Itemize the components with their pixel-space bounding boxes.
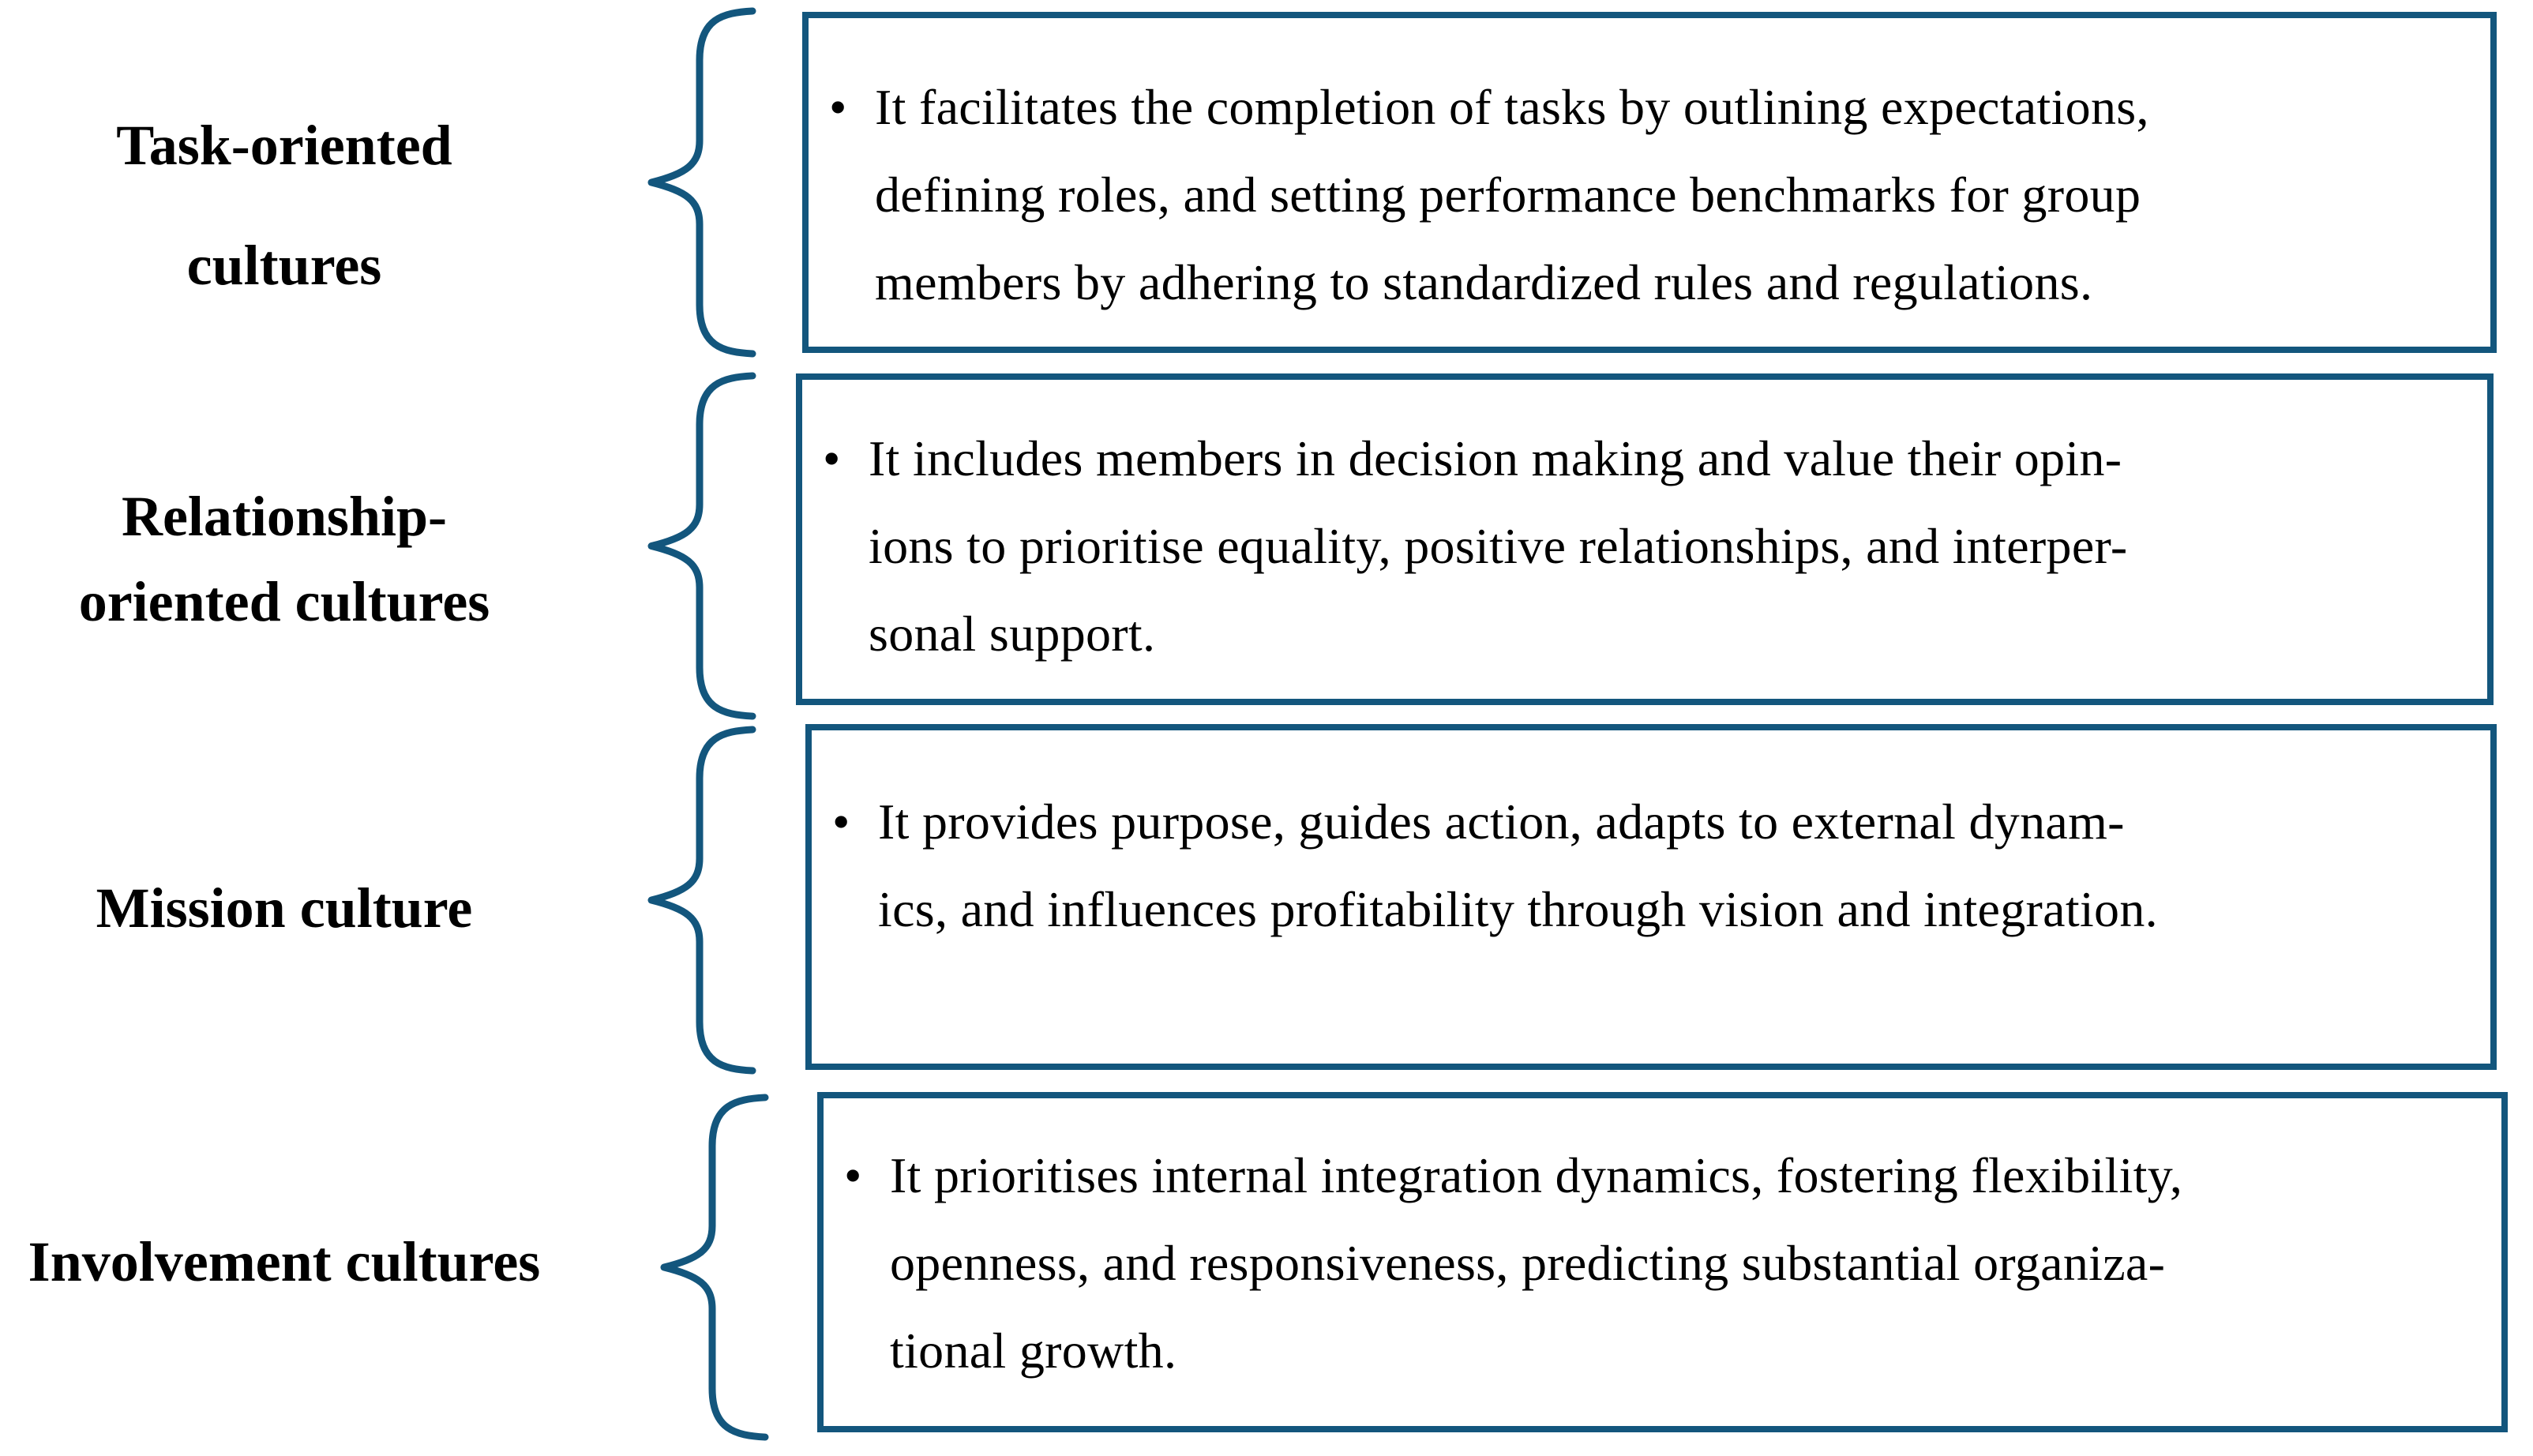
label-line: oriented cultures <box>78 570 490 633</box>
left-curly-brace-icon <box>647 726 756 1075</box>
bullet-item: • It provides purpose, guides action, ad… <box>812 730 2490 953</box>
bullet-item: • It includes members in decision making… <box>802 380 2487 677</box>
description-line: ics, and influences profitability throug… <box>878 881 2158 937</box>
description-line: tional growth. <box>890 1323 1177 1379</box>
bullet-item: • It facilitates the completion of tasks… <box>809 18 2490 326</box>
bullet-icon: • <box>844 1147 862 1203</box>
culture-label-involvement: Involvement cultures <box>0 1219 569 1304</box>
description-box-mission: • It provides purpose, guides action, ad… <box>805 724 2497 1070</box>
description-line: It facilitates the completion of tasks b… <box>875 79 2149 135</box>
left-curly-brace-icon <box>660 1094 769 1441</box>
description-line: It includes members in decision making a… <box>869 430 2122 486</box>
description-line: It provides purpose, guides action, adap… <box>878 794 2125 850</box>
label-line: Mission culture <box>96 876 473 940</box>
bullet-item: • It prioritises internal integration dy… <box>824 1098 2501 1394</box>
culture-label-relationship-oriented: Relationship- oriented cultures <box>0 474 569 644</box>
description-line: It prioritises internal integration dyna… <box>890 1147 2183 1203</box>
bullet-icon: • <box>823 430 841 486</box>
left-curly-brace-icon <box>647 372 756 720</box>
description-text: It provides purpose, guides action, adap… <box>878 778 2158 953</box>
description-line: ions to prioritise equality, positive re… <box>869 518 2128 574</box>
description-box-task-oriented: • It facilitates the completion of tasks… <box>802 12 2497 353</box>
bullet-icon: • <box>829 79 847 135</box>
label-line: Task-oriented <box>116 114 452 177</box>
description-line: members by adhering to standardized rule… <box>875 254 2093 310</box>
left-curly-brace-icon <box>647 7 756 358</box>
description-text: It includes members in decision making a… <box>869 415 2128 677</box>
description-text: It facilitates the completion of tasks b… <box>875 63 2149 326</box>
bullet-icon: • <box>832 794 850 850</box>
culture-label-task-oriented: Task-oriented cultures <box>0 85 569 325</box>
label-line: Involvement cultures <box>28 1230 541 1293</box>
description-line: openness, and responsiveness, predicting… <box>890 1235 2166 1291</box>
description-line: defining roles, and setting performance … <box>875 167 2141 223</box>
label-line: Relationship- <box>121 485 448 548</box>
description-box-relationship-oriented: • It includes members in decision making… <box>796 373 2494 705</box>
description-text: It prioritises internal integration dyna… <box>890 1131 2182 1394</box>
culture-label-mission: Mission culture <box>0 865 569 951</box>
description-line: sonal support. <box>869 606 1156 662</box>
label-line: cultures <box>186 234 382 297</box>
description-box-involvement: • It prioritises internal integration dy… <box>817 1092 2508 1432</box>
